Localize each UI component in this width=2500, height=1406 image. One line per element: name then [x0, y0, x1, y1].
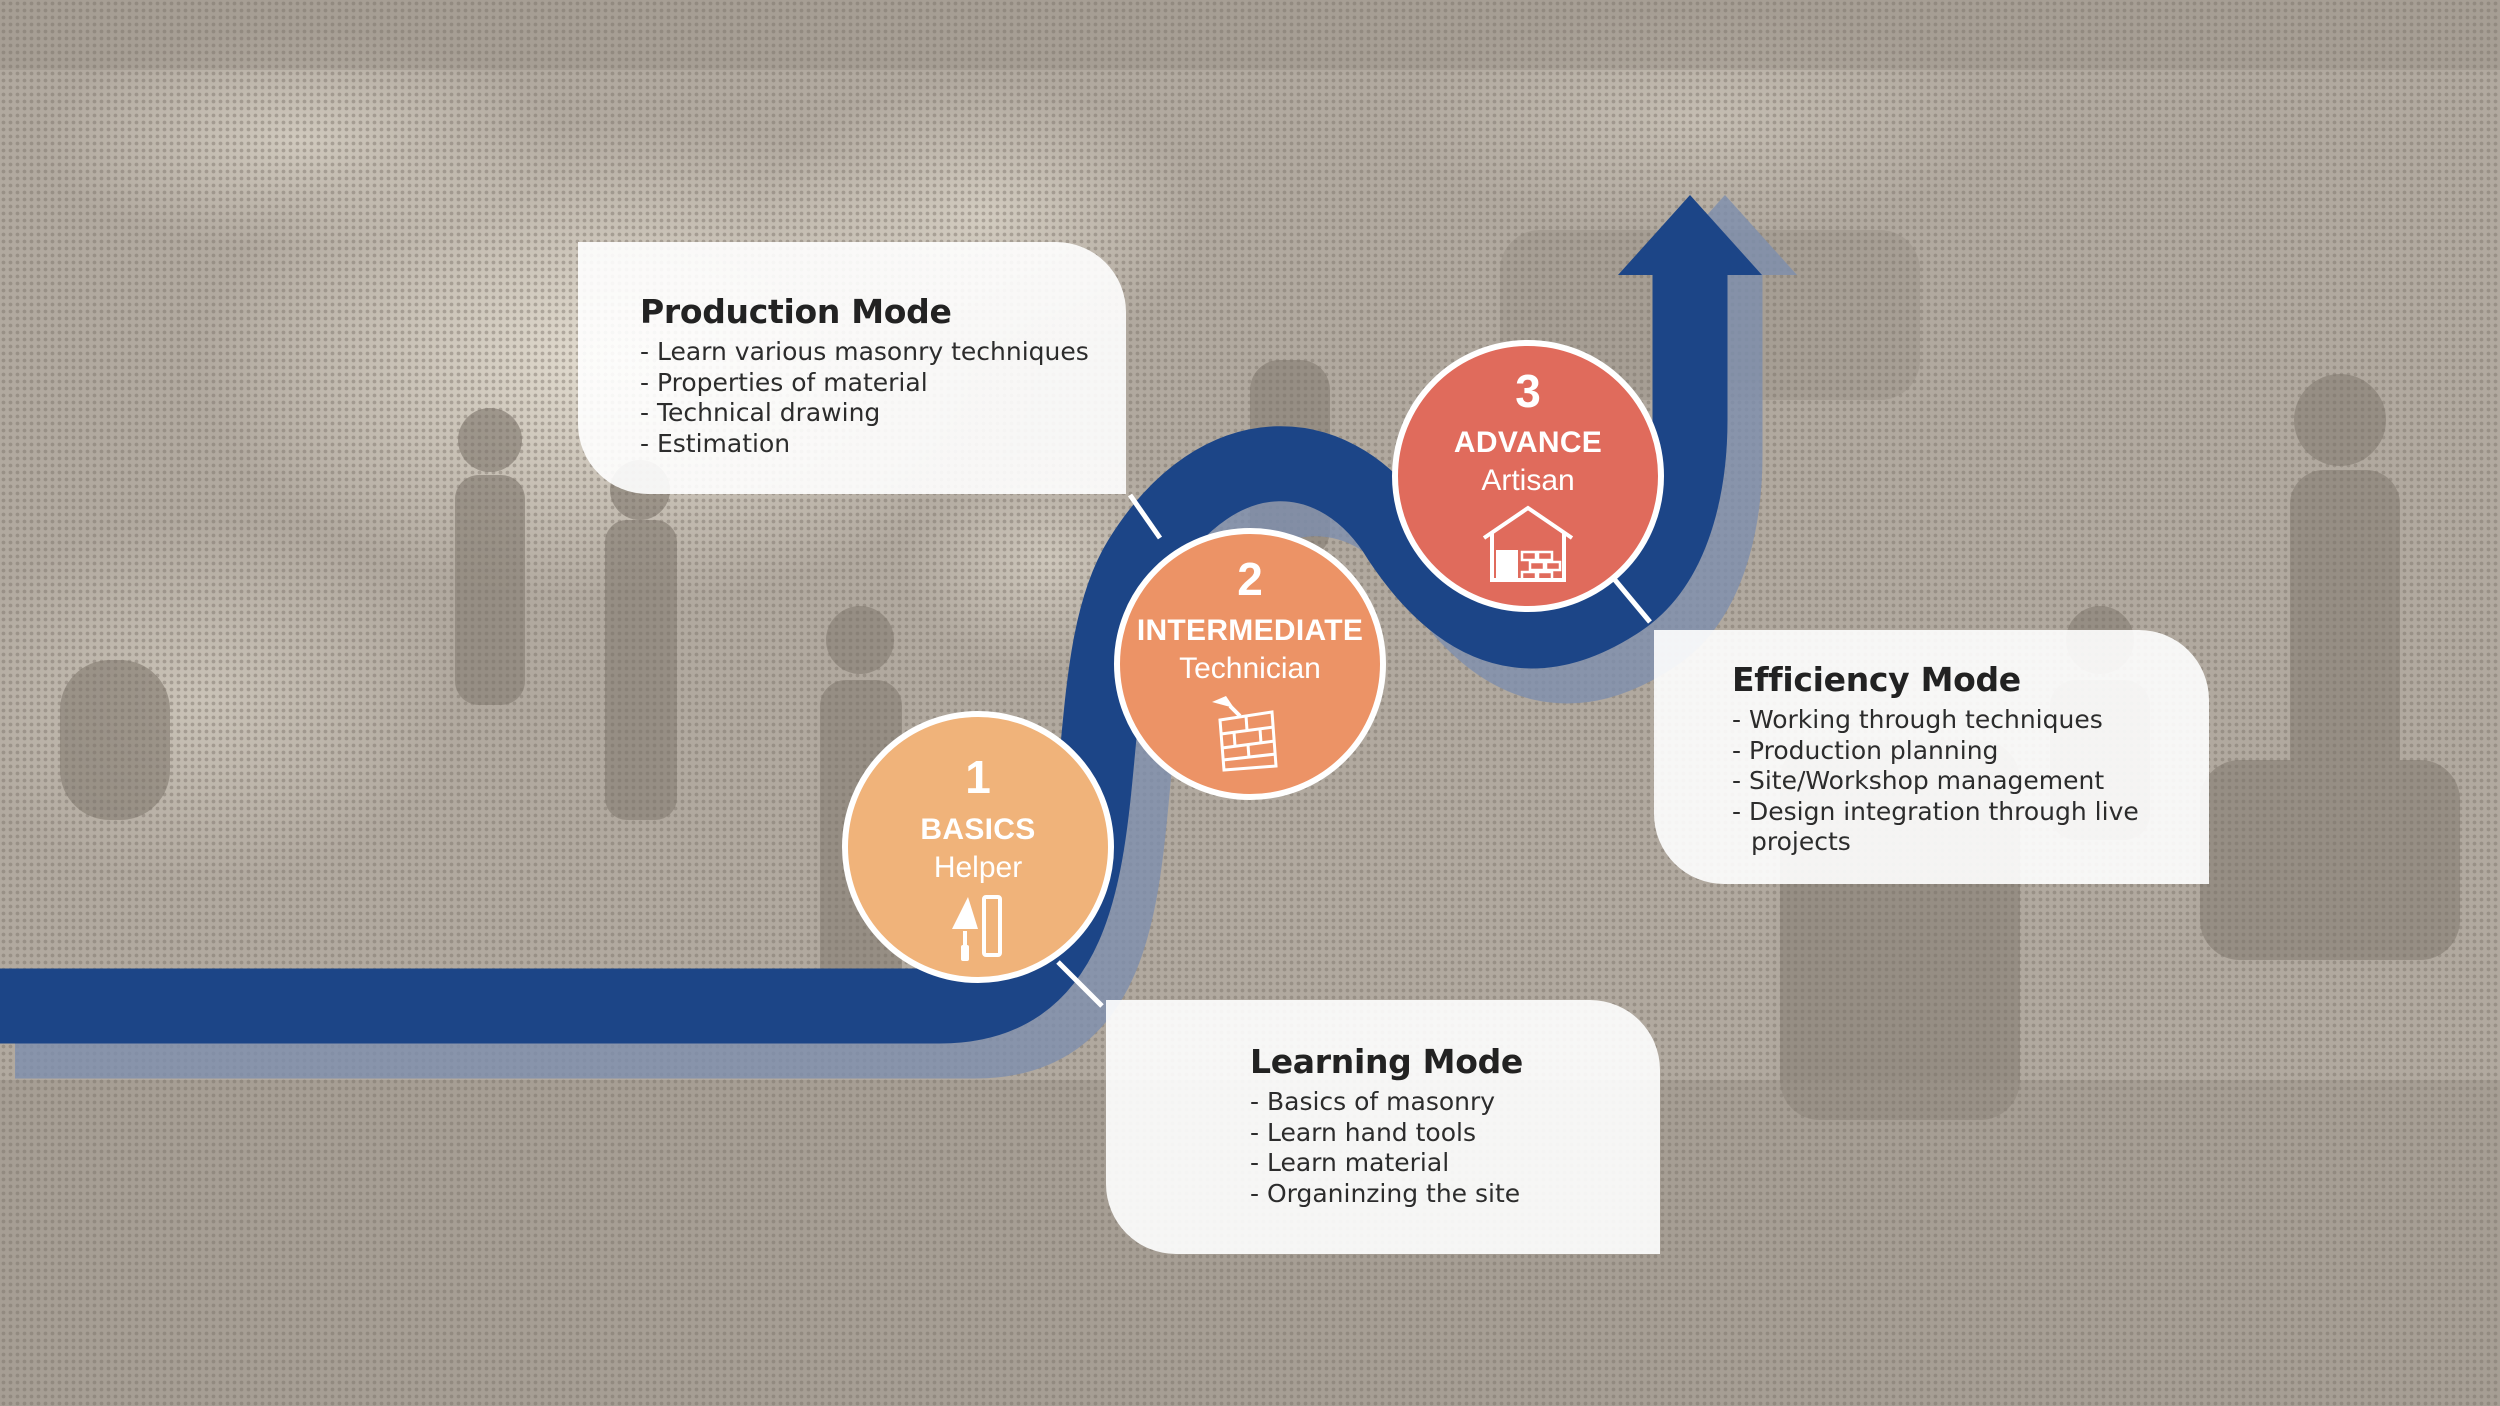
stage-number: 3 [1515, 365, 1541, 417]
learning-mode-list: Basics of masonry Learn hand tools Learn… [1250, 1087, 1630, 1209]
production-mode-item: Learn various masonry techniques [640, 337, 1096, 368]
learning-mode-title: Learning Mode [1250, 1042, 1523, 1081]
stage-advance: 3 ADVANCE Artisan [1392, 340, 1664, 612]
learning-mode-item: Organinzing the site [1250, 1179, 1630, 1210]
efficiency-mode-card: Efficiency Mode Working through techniqu… [1654, 630, 2209, 884]
brick-wall-trowel-icon [1212, 696, 1278, 772]
production-mode-item: Properties of material [640, 368, 1096, 399]
efficiency-mode-title: Efficiency Mode [1732, 660, 2021, 699]
production-mode-item: Technical drawing [640, 398, 1096, 429]
stage-intermediate: 2 INTERMEDIATE Technician [1114, 528, 1386, 800]
production-mode-title: Production Mode [640, 292, 952, 331]
learning-mode-card: Learning Mode Basics of masonry Learn ha… [1106, 1000, 1660, 1254]
trowel-and-brick-icon [952, 895, 1002, 961]
stage-number: 1 [965, 751, 991, 803]
stage-number: 2 [1237, 553, 1263, 605]
path-divider [1127, 493, 1163, 540]
learning-mode-item: Learn hand tools [1250, 1118, 1630, 1149]
path-divider [1056, 960, 1104, 1008]
stage-level: BASICS [920, 813, 1036, 846]
efficiency-mode-item: Design integration through live projects [1732, 797, 2181, 858]
brick-house-icon [1482, 505, 1574, 582]
efficiency-mode-list: Working through techniques Production pl… [1732, 705, 2179, 858]
stage-basics: 1 BASICS Helper [842, 711, 1114, 983]
learning-mode-item: Basics of masonry [1250, 1087, 1630, 1118]
efficiency-mode-item: Production planning [1732, 736, 2179, 767]
stage-role: Helper [933, 851, 1023, 884]
path-divider [1613, 578, 1652, 624]
production-mode-item: Estimation [640, 429, 1096, 460]
efficiency-mode-item: Working through techniques [1732, 705, 2179, 736]
stage-level: INTERMEDIATE [1136, 614, 1364, 647]
stage-level: ADVANCE [1453, 426, 1603, 459]
production-mode-card: Production Mode Learn various masonry te… [578, 242, 1126, 494]
progress-arrowhead [1618, 195, 1762, 275]
efficiency-mode-item: Site/Workshop management [1732, 766, 2179, 797]
learning-mode-item: Learn material [1250, 1148, 1630, 1179]
stage-role: Artisan [1481, 464, 1575, 497]
production-mode-list: Learn various masonry techniques Propert… [640, 337, 1096, 459]
stage-role: Technician [1179, 652, 1321, 685]
